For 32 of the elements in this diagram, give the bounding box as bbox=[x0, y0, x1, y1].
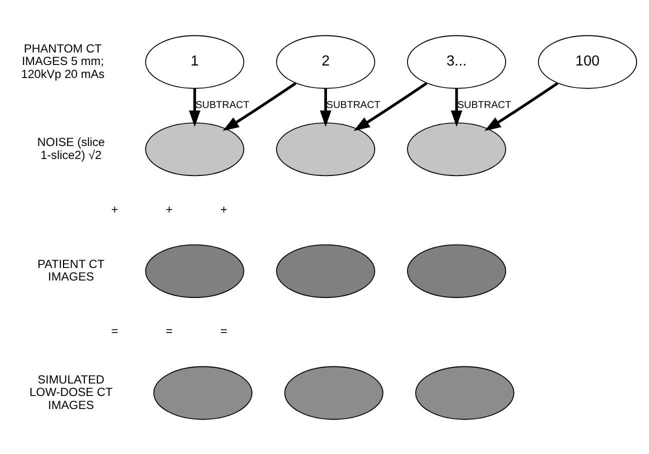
label: = bbox=[111, 324, 118, 338]
edge-label: SUBTRACT bbox=[326, 100, 380, 111]
arrow bbox=[450, 88, 462, 126]
arrow bbox=[354, 82, 428, 131]
node-ellipse bbox=[276, 244, 376, 298]
label: = bbox=[166, 324, 173, 338]
node-ellipse bbox=[415, 366, 514, 420]
node-ellipse bbox=[276, 122, 376, 176]
node-ellipse bbox=[284, 366, 384, 420]
label: NOISE (slice 1-slice2) √2 bbox=[37, 134, 105, 162]
edge-label: SUBTRACT bbox=[457, 100, 512, 111]
node-ellipse: 100 bbox=[538, 34, 638, 88]
label: + bbox=[166, 202, 173, 216]
arrow bbox=[484, 82, 558, 131]
arrow bbox=[222, 82, 296, 131]
edge-label: SUBTRACT bbox=[195, 100, 250, 111]
label: PATIENT CT IMAGES bbox=[38, 256, 105, 284]
label: PHANTOM CT IMAGES 5 mm; 120kVp 20 mAs bbox=[21, 40, 105, 80]
label: + bbox=[220, 202, 228, 216]
node-ellipse: 3... bbox=[407, 34, 506, 88]
node-ellipse bbox=[407, 244, 506, 298]
label: + bbox=[111, 202, 118, 216]
node-ellipse: 1 bbox=[145, 34, 244, 88]
node-ellipse bbox=[145, 244, 244, 298]
node-ellipse bbox=[407, 122, 506, 176]
arrow bbox=[188, 88, 200, 126]
node-ellipse: 2 bbox=[276, 34, 376, 88]
label: SIMULATED LOW-DOSE CT IMAGES bbox=[29, 372, 113, 412]
node-ellipse bbox=[145, 122, 244, 176]
label: = bbox=[220, 324, 228, 338]
node-ellipse bbox=[153, 366, 252, 420]
arrow bbox=[320, 88, 332, 126]
